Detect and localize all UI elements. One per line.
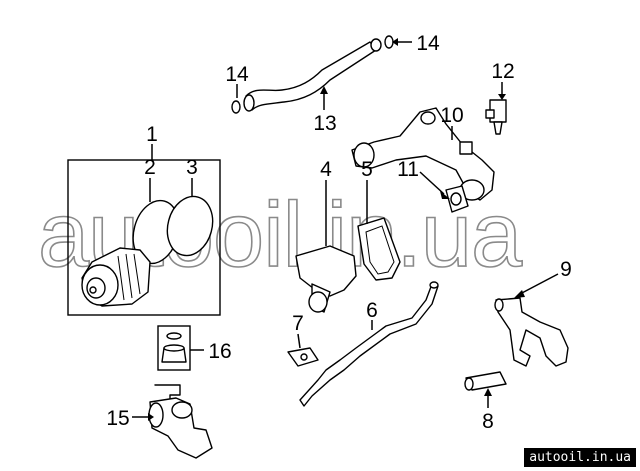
part-16-cap [157, 325, 204, 371]
callout-12: 12 [491, 60, 514, 83]
callout-11: 11 [397, 158, 419, 181]
part-12-sensor [485, 82, 507, 135]
part-15-housing [132, 384, 213, 459]
callout-1: 1 [146, 123, 158, 146]
callout-2: 2 [144, 156, 156, 179]
part-4-thermostat-housing [295, 180, 401, 313]
callout-16: 16 [208, 340, 231, 363]
callout-5: 5 [361, 158, 373, 181]
callout-8: 8 [482, 410, 494, 433]
callout-3: 3 [186, 156, 198, 179]
callout-6: 6 [366, 299, 378, 322]
callout-9: 9 [560, 258, 572, 281]
callout-10: 10 [440, 104, 463, 127]
part-13-hose [231, 35, 412, 114]
site-badge: autooil.in.ua [524, 448, 636, 467]
callout-13: 13 [313, 112, 336, 135]
part-6-pipe [287, 281, 439, 407]
part-10-manifold [351, 107, 495, 213]
callout-15: 15 [106, 407, 129, 430]
callout-7: 7 [292, 312, 304, 335]
water-pump-assembly [67, 144, 221, 316]
callout-4: 4 [320, 158, 332, 181]
callout-14-right: 14 [416, 32, 440, 55]
callout-14-left: 14 [225, 63, 249, 86]
part-9-pipe [464, 273, 569, 408]
